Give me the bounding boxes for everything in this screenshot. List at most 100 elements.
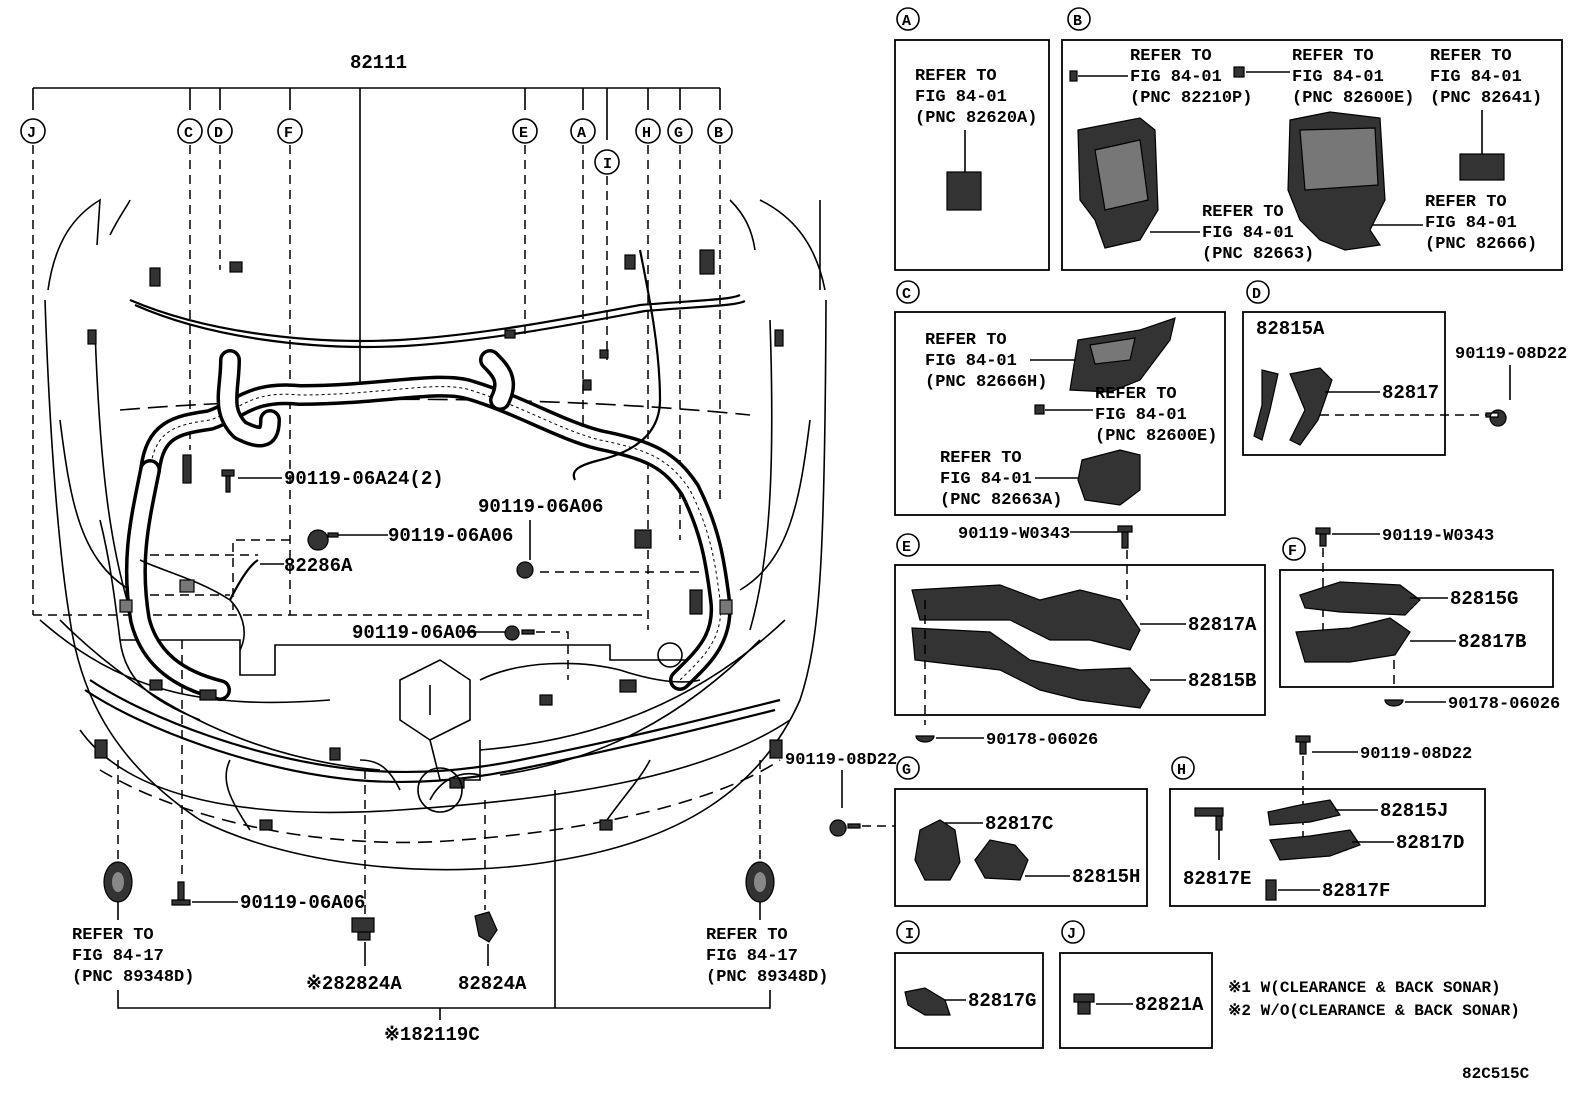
callout-h[interactable]: H [635, 118, 661, 144]
notes: ※1 W(CLEARANCE & BACK SONAR) ※2 W/O(CLEA… [1228, 979, 1530, 1083]
svg-text:FIG 84-01: FIG 84-01 [1202, 224, 1294, 243]
panel-d: D 82815A 82817 90119-08D22 [1242, 280, 1567, 456]
part-82815b[interactable]: 82815B [1188, 670, 1256, 692]
panel-c-ref1[interactable]: REFER TO FIG 84-01 (PNC 82666H) [925, 317, 1176, 393]
bolt-90119-06a24[interactable]: 90119-06A24(2) [221, 468, 444, 493]
svg-text:FIG 84-01: FIG 84-01 [1130, 68, 1222, 87]
grommet-right[interactable]: REFER TO FIG 84-17 (PNC 89348D) [706, 760, 828, 987]
grommet-left[interactable]: REFER TO FIG 84-17 (PNC 89348D) [72, 760, 194, 987]
panel-a-ref[interactable]: REFER TO FIG 84-01 (PNC 82620A) [915, 67, 1037, 128]
callout-b[interactable]: B [707, 118, 733, 144]
part-82817[interactable]: 82817 [1382, 382, 1439, 404]
sensor-82824a-note[interactable]: ※282824A [306, 770, 402, 995]
part-82815g[interactable]: 82815G [1450, 588, 1518, 610]
main-assembly: 82111 J C D F E A I H G B [20, 52, 920, 1046]
bracket-82815h[interactable] [974, 839, 1029, 881]
svg-text:REFER TO: REFER TO [1095, 385, 1177, 404]
svg-text:C: C [184, 125, 193, 142]
svg-text:REFER TO: REFER TO [925, 331, 1007, 350]
callout-i[interactable]: I [594, 149, 620, 175]
part-82815j[interactable]: 82815J [1380, 800, 1448, 822]
callout-dashed-leaders [32, 145, 721, 630]
svg-text:(PNC 82663A): (PNC 82663A) [940, 491, 1062, 510]
callout-d[interactable]: D [207, 118, 233, 144]
svg-text:(PNC 89348D): (PNC 89348D) [72, 968, 194, 987]
svg-text:REFER TO: REFER TO [1425, 193, 1507, 212]
panel-f-label: F [1288, 543, 1297, 560]
relay-block-a[interactable] [946, 171, 982, 211]
panel-c-label: C [902, 286, 911, 303]
bolt-90119-w0343-f[interactable]: 90119-W0343 [1382, 527, 1494, 546]
harness-82119c[interactable]: ※182119C [117, 790, 771, 1046]
bracket-82815j[interactable] [1267, 799, 1341, 826]
bolt-90119-08d22-d[interactable]: 90119-08D22 [1455, 345, 1567, 364]
svg-text:90119-06A24(2): 90119-06A24(2) [284, 468, 444, 490]
bracket-82817c[interactable] [914, 819, 961, 881]
bolt-90119-w0343-e[interactable]: 90119-W0343 [958, 525, 1070, 544]
bolt-90119-06a06-upper[interactable]: 90119-06A06 [307, 525, 513, 551]
part-82817a[interactable]: 82817A [1188, 614, 1257, 636]
svg-text:(PNC 82666H): (PNC 82666H) [925, 373, 1047, 392]
panel-b-ref5[interactable]: REFER TO FIG 84-01 (PNC 82666) [1372, 193, 1537, 254]
part-82817b[interactable]: 82817B [1458, 631, 1526, 653]
callout-g[interactable]: G [667, 118, 693, 144]
panel-c-ref3[interactable]: REFER TO FIG 84-01 (PNC 82663A) [940, 449, 1141, 510]
protector-82817b[interactable] [1295, 617, 1411, 663]
callout-a[interactable]: A [570, 118, 596, 144]
svg-text:G: G [674, 125, 683, 142]
bracket-82817[interactable] [1289, 367, 1333, 446]
bolt-90119-08d22-h[interactable]: 90119-08D22 [1360, 745, 1472, 764]
protector-82817a[interactable] [911, 584, 1141, 651]
part-82815a[interactable]: 82815A [1256, 318, 1325, 340]
part-82286a[interactable]: 82286A [150, 554, 353, 601]
svg-text:E: E [519, 125, 528, 142]
part-82817c[interactable]: 82817C [985, 813, 1053, 835]
panel-b-ref4[interactable]: REFER TO FIG 84-01 (PNC 82663) [1150, 203, 1314, 264]
panel-e-label: E [902, 539, 911, 556]
part-82817d[interactable]: 82817D [1396, 832, 1464, 854]
part-82815h[interactable]: 82815H [1072, 866, 1140, 888]
svg-text:REFER TO: REFER TO [1202, 203, 1284, 222]
callout-f[interactable]: F [277, 118, 303, 144]
svg-text:FIG 84-01: FIG 84-01 [1292, 68, 1384, 87]
callout-e[interactable]: E [512, 118, 538, 144]
sensor-82824a[interactable]: 82824A [458, 800, 527, 995]
bolt-90119-06a06-center[interactable]: 90119-06A06 [478, 496, 700, 579]
svg-text:REFER TO: REFER TO [72, 926, 154, 945]
dashed-region-outline [33, 539, 648, 616]
part-82817g[interactable]: 82817G [968, 990, 1036, 1012]
svg-text:FIG 84-17: FIG 84-17 [72, 947, 164, 966]
panel-j-label: J [1067, 926, 1076, 943]
panel-b-ref2[interactable]: REFER TO FIG 84-01 (PNC 82600E) [1233, 47, 1414, 108]
callout-c[interactable]: C [177, 118, 203, 144]
part-82817e[interactable]: 82817E [1183, 868, 1251, 890]
bolt-90119-06a06-bottom[interactable]: 90119-06A06 [171, 640, 365, 914]
svg-text:REFER TO: REFER TO [1430, 47, 1512, 66]
svg-text:B: B [714, 125, 723, 142]
bracket-82817d[interactable] [1269, 829, 1361, 861]
svg-text:FIG 84-01: FIG 84-01 [925, 352, 1017, 371]
clip-90178-06026-f[interactable]: 90178-06026 [1448, 695, 1560, 714]
note-1: ※1 W(CLEARANCE & BACK SONAR) [1228, 979, 1501, 997]
part-82817f[interactable]: 82817F [1322, 880, 1390, 902]
svg-text:(PNC 82641): (PNC 82641) [1430, 89, 1542, 108]
harness-part-number[interactable]: 82111 [350, 52, 407, 74]
svg-text:FIG 84-01: FIG 84-01 [940, 470, 1032, 489]
protector-82815g[interactable] [1299, 581, 1421, 616]
panel-b: B REFER TO FIG 84-01 (PNC 82210P) REFER … [1061, 7, 1563, 271]
protector-82815b[interactable] [911, 627, 1151, 709]
bracket-82817g[interactable] [904, 987, 951, 1016]
svg-text:90119-06A06: 90119-06A06 [240, 892, 365, 914]
panel-b-ref3[interactable]: REFER TO FIG 84-01 (PNC 82641) [1430, 47, 1542, 181]
panel-b-ref1[interactable]: REFER TO FIG 84-01 (PNC 82210P) [1069, 47, 1252, 108]
clip-90178-06026-e[interactable]: 90178-06026 [986, 731, 1098, 750]
clip-82821a[interactable] [1073, 993, 1095, 1015]
bracket-82815a[interactable] [1253, 369, 1279, 441]
panel-i-label: I [905, 926, 914, 943]
vehicle-body-outline [39, 198, 827, 871]
callout-j[interactable]: J [20, 118, 46, 144]
part-82821a[interactable]: 82821A [1135, 994, 1204, 1016]
callout-circles: J C D F E A I H G B [20, 118, 733, 175]
bolt-90119-06a06-lower[interactable]: 90119-06A06 [352, 622, 569, 680]
panel-c-ref2[interactable]: REFER TO FIG 84-01 (PNC 82600E) [1034, 385, 1217, 446]
